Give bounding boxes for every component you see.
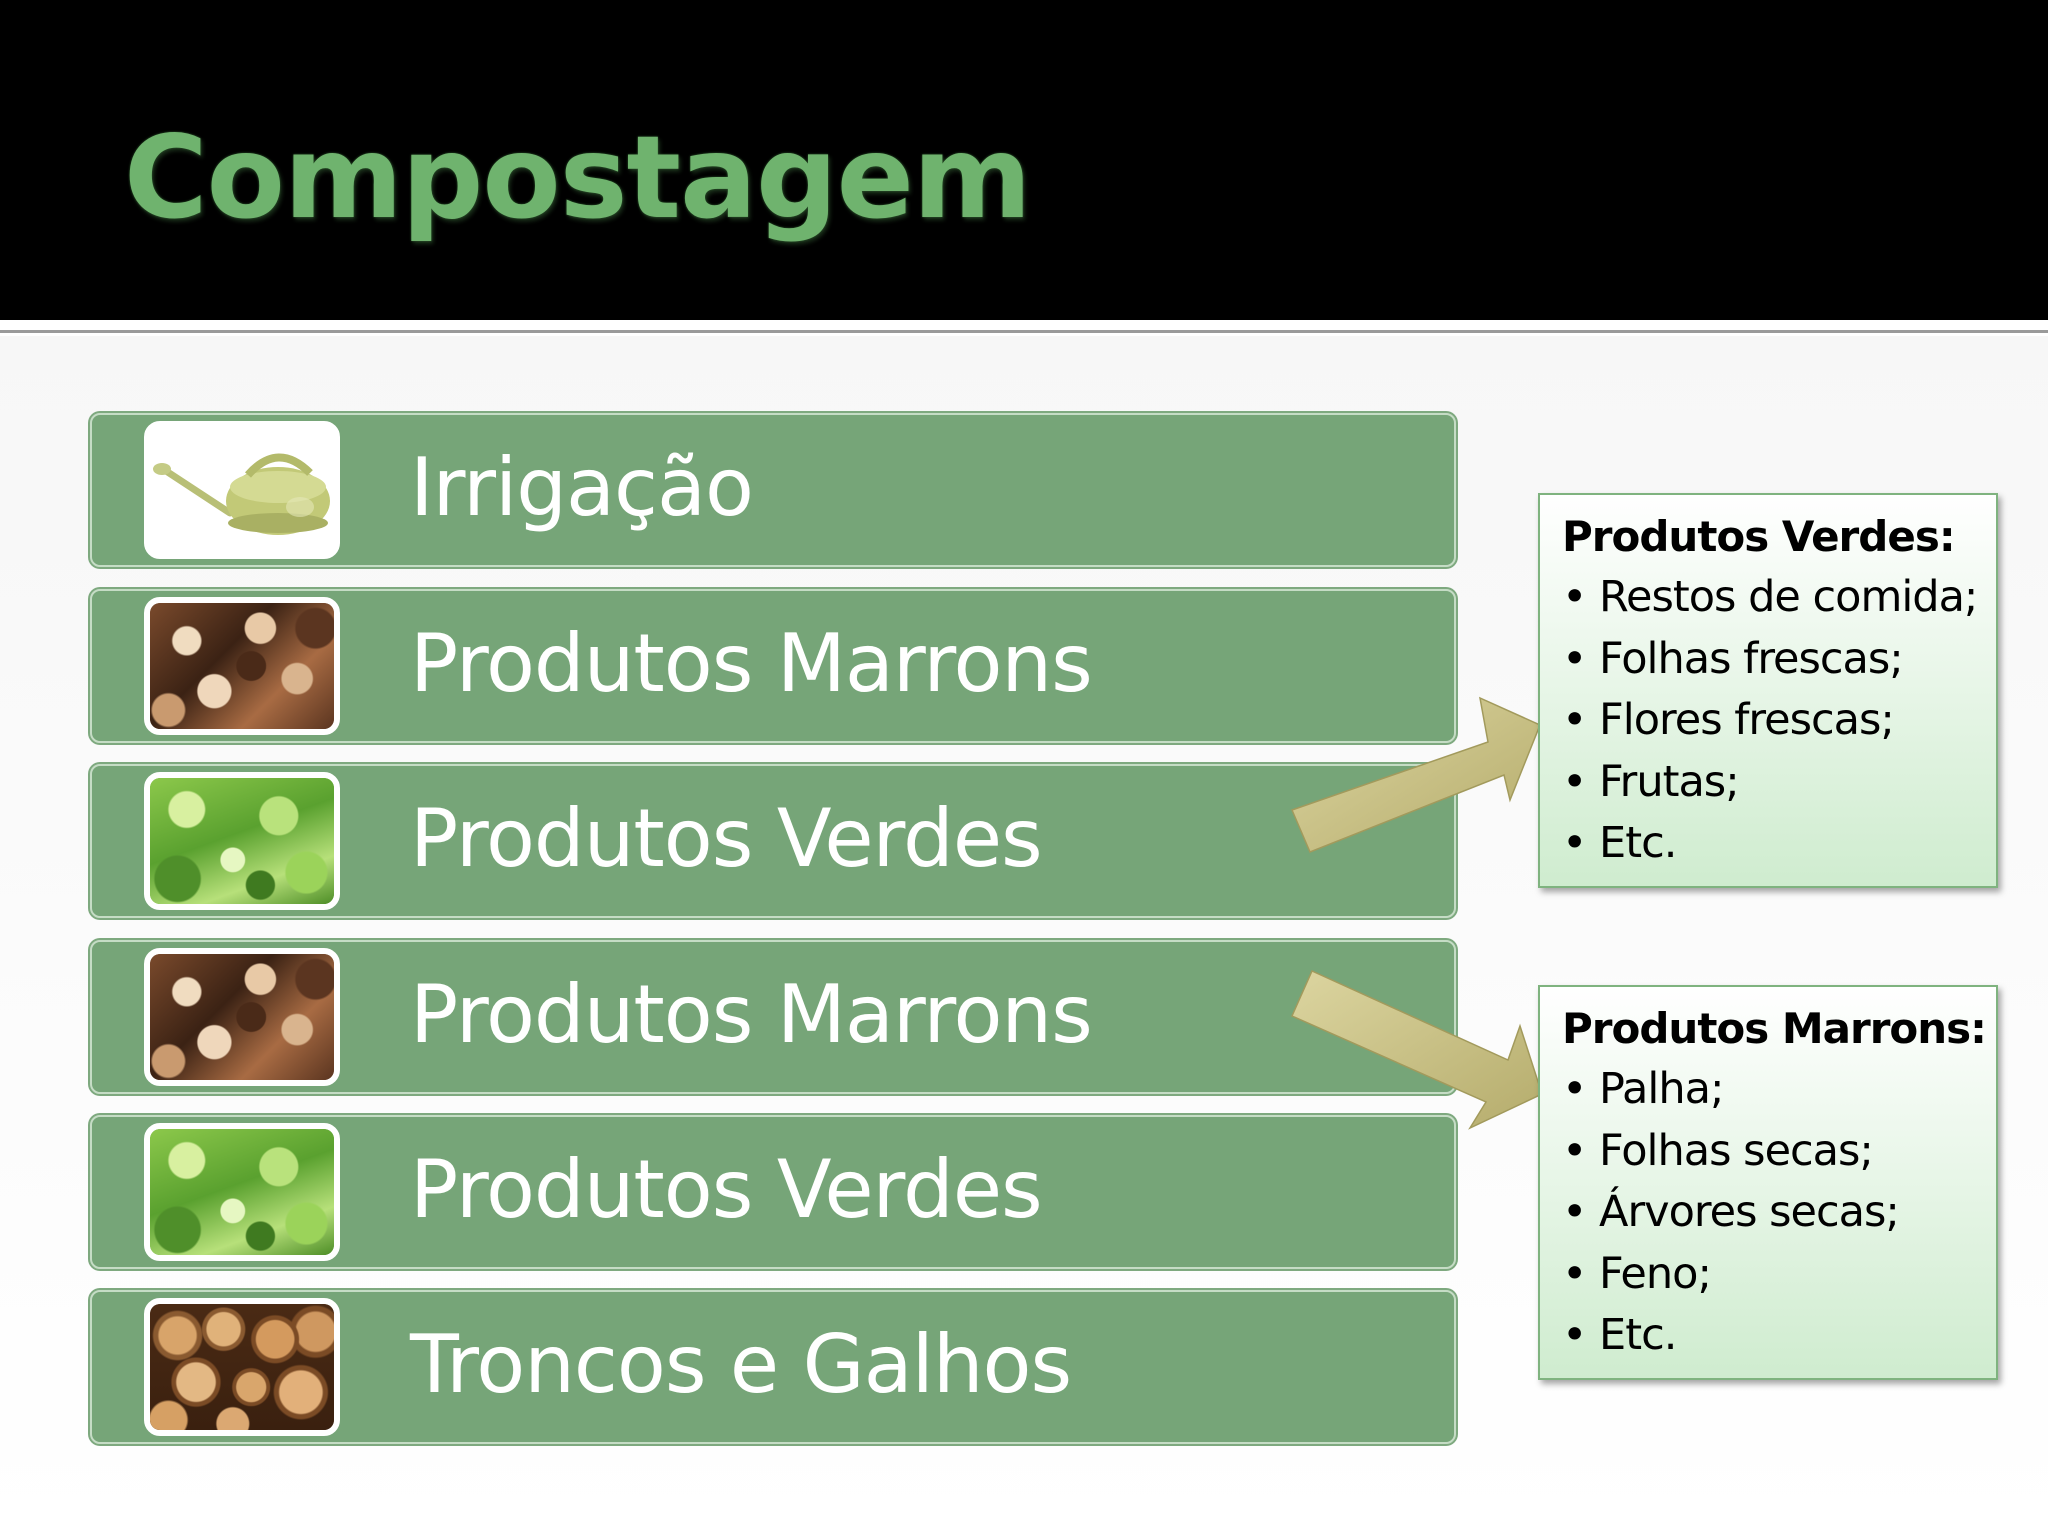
- layer-produtos-verdes: Produtos Verdes: [90, 1115, 1456, 1269]
- callout-item: Folhas secas;: [1562, 1121, 1996, 1183]
- layer-produtos-marrons: Produtos Marrons: [90, 940, 1456, 1094]
- green-leaves-icon: [150, 1129, 334, 1255]
- layer-label: Irrigação: [410, 441, 754, 534]
- green-leaves-image: [144, 772, 340, 910]
- callout-item: Feno;: [1562, 1244, 1996, 1306]
- callout-title: Produtos Verdes:: [1562, 512, 1956, 561]
- brown-leaves-image: [144, 597, 340, 735]
- callout-item: Restos de comida;: [1562, 567, 1996, 629]
- callout-produtos-verdes: Produtos Verdes: Restos de comida; Folha…: [1538, 493, 1998, 888]
- callout-item: Flores frescas;: [1562, 690, 1996, 752]
- header-divider: [0, 330, 2048, 333]
- callout-produtos-marrons: Produtos Marrons: Palha; Folhas secas; Á…: [1538, 985, 1998, 1380]
- callout-item: Frutas;: [1562, 752, 1996, 814]
- layer-produtos-marrons: Produtos Marrons: [90, 589, 1456, 743]
- callout-item: Folhas frescas;: [1562, 629, 1996, 691]
- callout-item: Palha;: [1562, 1059, 1996, 1121]
- layer-label: Produtos Verdes: [410, 1143, 1043, 1236]
- layer-produtos-verdes: Produtos Verdes: [90, 764, 1456, 918]
- layer-label: Troncos e Galhos: [410, 1318, 1072, 1411]
- layer-troncos-e-galhos: Troncos e Galhos: [90, 1290, 1456, 1444]
- watering-can-image: [144, 421, 340, 559]
- title-bar: Compostagem: [0, 0, 2048, 320]
- layer-irrigacao: Irrigação: [90, 413, 1456, 567]
- log-pile-icon: [150, 1304, 334, 1430]
- watering-can-icon: [150, 427, 334, 553]
- log-pile-image: [144, 1298, 340, 1436]
- callout-item: Árvores secas;: [1562, 1182, 1996, 1244]
- callout-item: Etc.: [1562, 1305, 1996, 1367]
- callout-title: Produtos Marrons:: [1562, 1004, 1987, 1053]
- layer-label: Produtos Marrons: [410, 617, 1093, 710]
- green-leaves-image: [144, 1123, 340, 1261]
- layer-label: Produtos Marrons: [410, 968, 1093, 1061]
- brown-leaves-image: [144, 948, 340, 1086]
- brown-leaves-icon: [150, 603, 334, 729]
- callout-item: Etc.: [1562, 813, 1996, 875]
- brown-leaves-icon: [150, 954, 334, 1080]
- slide-title: Compostagem: [124, 111, 1032, 244]
- layer-label: Produtos Verdes: [410, 792, 1043, 885]
- green-leaves-icon: [150, 778, 334, 904]
